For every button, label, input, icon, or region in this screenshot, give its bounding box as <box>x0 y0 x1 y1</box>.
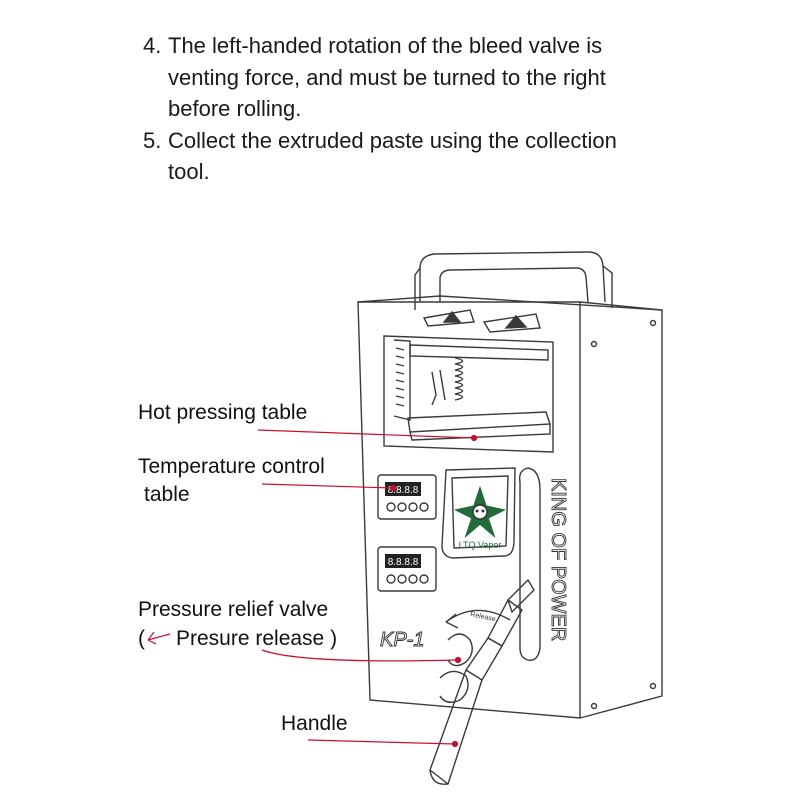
step-number: 4. <box>143 33 162 58</box>
logo-text: LTQ Vapor <box>459 540 502 550</box>
machine-body <box>357 295 663 719</box>
temperature-display-bottom: 8.8.8.8 <box>377 546 437 592</box>
control-panel <box>441 467 541 661</box>
callout-line-pressure <box>261 649 459 662</box>
callout-handle: Handle <box>281 712 348 735</box>
callout-pressure-relief-line1: Pressure relief valve <box>138 598 329 621</box>
display-readout: 8.8.8.8 <box>388 485 419 496</box>
left-arrow-icon <box>147 631 171 645</box>
step-line: tool. <box>168 159 210 184</box>
instruction-list: 4. The left-handed rotation of the bleed… <box>143 30 763 188</box>
release-dial: Release <box>445 609 511 629</box>
step-line: venting force, and must be turned to the… <box>168 64 606 90</box>
press-window <box>383 335 554 453</box>
callout-temperature-line1: Temperature control <box>138 455 325 478</box>
step-line: The left-handed rotation of the bleed va… <box>168 33 603 58</box>
callout-lines <box>257 429 478 748</box>
callout-line-handle <box>307 739 456 745</box>
step-number: 5. <box>143 127 162 153</box>
warning-labels <box>422 309 541 333</box>
instruction-step-4: 4. The left-handed rotation of the bleed… <box>143 30 763 125</box>
side-branding-text: KING OF POWER <box>547 478 569 641</box>
logo-badge <box>441 467 516 559</box>
display-readout: 8.8.8.8 <box>388 557 419 568</box>
model-number: KP-1 <box>380 629 424 651</box>
step-line: Collect the extruded paste using the col… <box>168 127 617 153</box>
lever-handle <box>429 578 535 785</box>
callout-hot-pressing-table: Hot pressing table <box>138 401 308 424</box>
callout-line-temperature <box>261 483 394 489</box>
pressure-relief-valve <box>439 633 473 703</box>
temperature-display-top: 8.8.8.8 <box>377 474 437 520</box>
hot-pressing-table <box>407 411 551 433</box>
skull-logo-icon <box>453 485 507 539</box>
callout-pressure-relief-line2: Presure release ) <box>176 627 338 650</box>
callout-pressure-relief-open: ( <box>138 627 145 650</box>
step-line: before rolling. <box>168 96 302 121</box>
callout-temperature-line2: table <box>144 483 190 506</box>
instruction-step-5: 5. Collect the extruded paste using the … <box>143 125 763 188</box>
callout-line-hot-table <box>257 429 475 439</box>
